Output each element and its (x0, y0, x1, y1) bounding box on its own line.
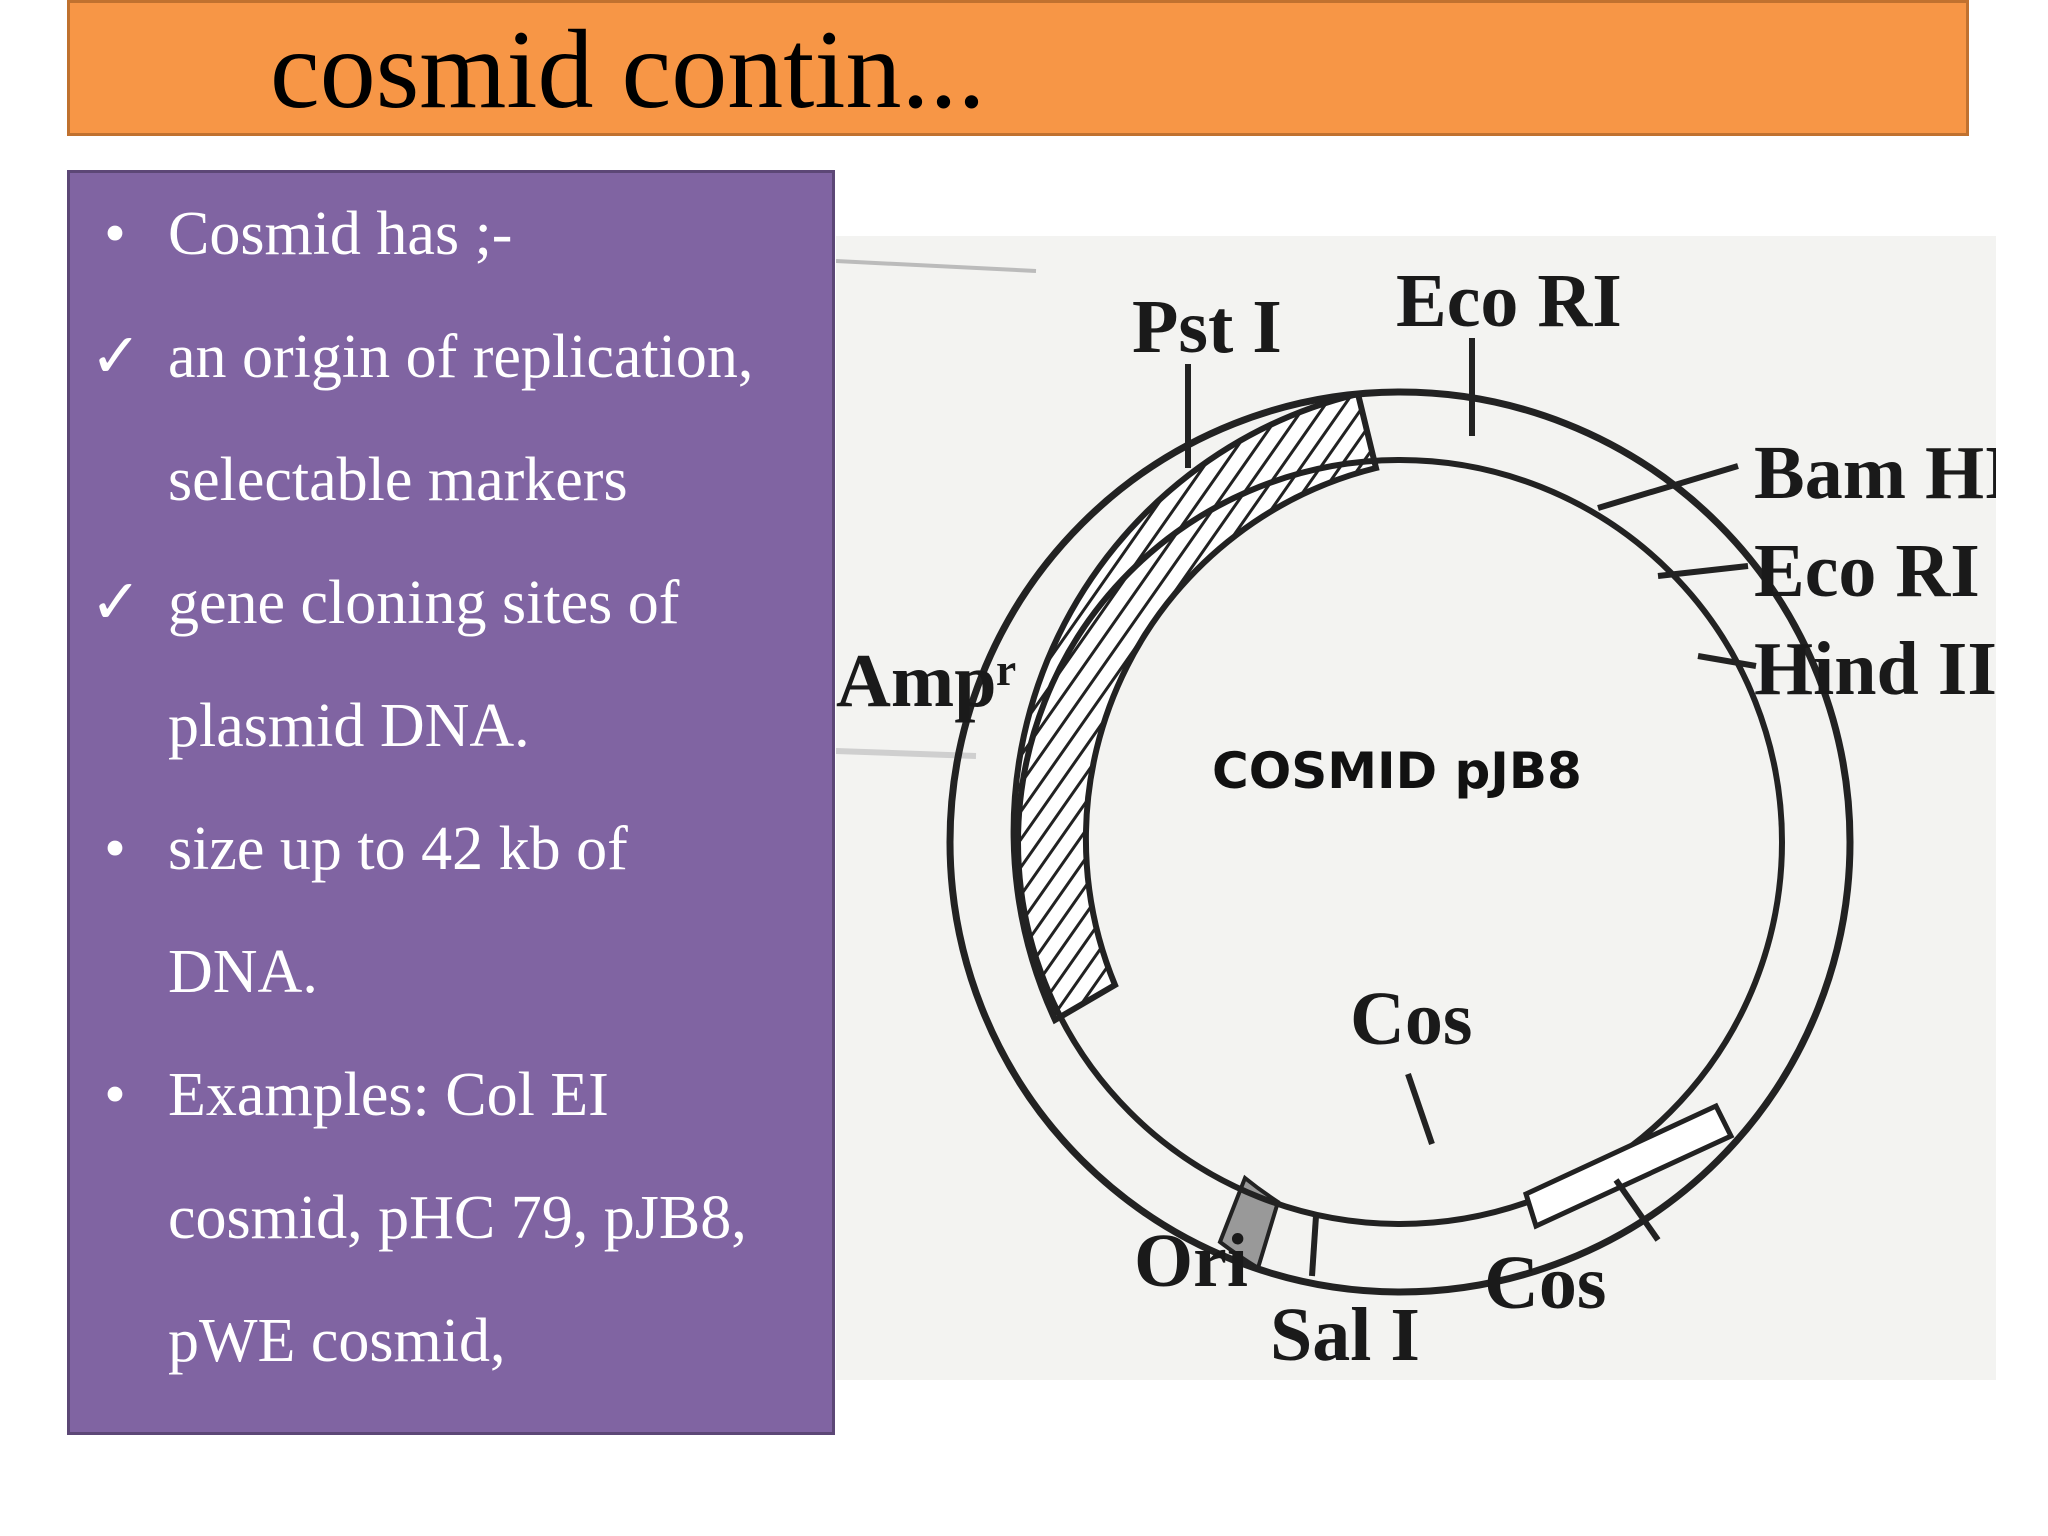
bullet-text: Examples: Col EI (168, 1061, 609, 1129)
ori-label: Ori (1134, 1219, 1248, 1303)
continuation-line: selectable markers (70, 419, 838, 542)
ampr-label: Ampʳ (836, 639, 1016, 723)
sal1-tick (1309, 1215, 1319, 1277)
bullet-text: selectable markers (168, 446, 628, 514)
bullet-text: Cosmid has ;- (168, 200, 513, 268)
bullet-line: • Examples: Col EI (70, 1034, 838, 1157)
cosmid-map-svg: Pst I Eco RI Bam HI Eco RI Hind III Ampʳ… (836, 259, 1996, 1377)
check-line: ✓ an origin of replication, (70, 296, 838, 419)
cos-inner-tick (1405, 1073, 1435, 1145)
ecori-right-label: Eco RI (1754, 529, 1980, 613)
bullet-text: size up to 42 kb of (168, 815, 628, 883)
continuation-line: DNA. (70, 911, 838, 1034)
title-bar: cosmid contin... (67, 0, 1969, 136)
bullet-text: pWE cosmid, (168, 1307, 506, 1375)
cos-inner-label: Cos (1350, 977, 1472, 1061)
bullet-text: an origin of replication, (168, 323, 754, 391)
bamhi-label: Bam HI (1754, 431, 1996, 515)
continuation-line: cosmid, pHC 79, pJB8, (70, 1157, 838, 1280)
cosmid-diagram-image: Pst I Eco RI Bam HI Eco RI Hind III Ampʳ… (836, 236, 1996, 1380)
cos-site-box (1522, 1102, 1735, 1230)
sal1-label: Sal I (1270, 1293, 1420, 1377)
bullet-icon: • (104, 815, 126, 883)
hindiii-tick (1697, 653, 1757, 669)
bullet-icon: • (104, 200, 126, 268)
bamhi-tick (1597, 463, 1739, 511)
continuation-line: pWE cosmid, (70, 1280, 838, 1403)
pst1-label: Pst I (1132, 285, 1282, 369)
bullet-text: DNA. (168, 938, 318, 1006)
scan-artifact (836, 748, 977, 759)
ecori-top-label: Eco RI (1396, 259, 1622, 343)
bullet-line: • Cosmid has ;- (70, 173, 838, 296)
cos-outer-tick (1613, 1178, 1661, 1242)
slide-title: cosmid contin... (270, 8, 986, 132)
hindiii-label: Hind III (1754, 627, 1996, 711)
plasmid-outer-ring (946, 388, 1854, 1296)
scan-artifact (836, 259, 1037, 273)
checkmark-icon: ✓ (90, 569, 142, 637)
amp-resistance-region (1010, 390, 1380, 1025)
checkmark-icon: ✓ (90, 323, 142, 391)
plasmid-inner-ring (1015, 457, 1785, 1227)
bullet-icon: • (104, 1061, 126, 1129)
continuation-line: plasmid DNA. (70, 665, 838, 788)
bullet-line: • size up to 42 kb of (70, 788, 838, 911)
bullet-text: gene cloning sites of (168, 569, 680, 637)
check-line: ✓ gene cloning sites of (70, 542, 838, 665)
ecori-right-tick (1657, 563, 1749, 579)
bullet-text: cosmid, pHC 79, pJB8, (168, 1184, 747, 1252)
cosmid-center-label: COSMID pJB8 (1212, 742, 1582, 800)
cos-outer-label: Cos (1484, 1241, 1606, 1325)
bullet-text: plasmid DNA. (168, 692, 530, 760)
content-box: • Cosmid has ;- ✓ an origin of replicati… (67, 170, 835, 1435)
